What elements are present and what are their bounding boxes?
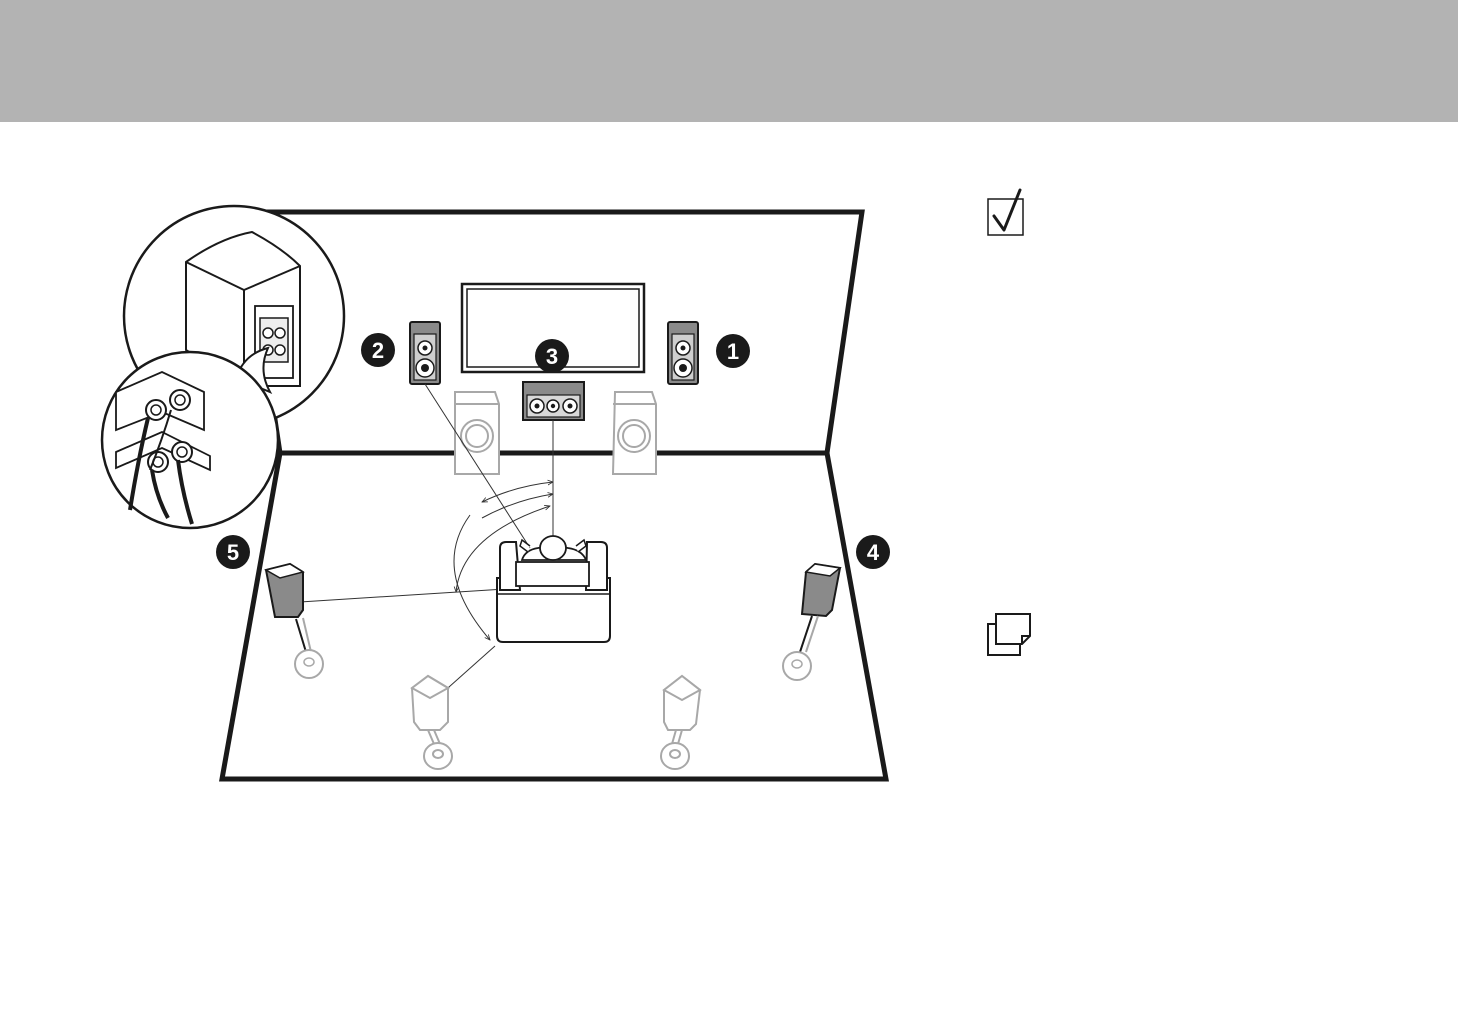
badge-surround-left: 5 [216,535,250,569]
badge-front-right: 1 [716,334,750,368]
badge-surround-right-number: 4 [867,540,880,565]
listener-on-sofa [497,536,610,642]
front-left-speaker [410,322,440,384]
badge-center: 3 [535,339,569,373]
subwoofer-right [613,392,656,474]
subwoofer-left [455,392,499,474]
badge-surround-left-number: 5 [227,540,239,565]
note-icon [988,614,1030,655]
front-right-speaker [668,322,698,384]
badge-front-right-number: 1 [727,339,739,364]
center-speaker [523,382,584,420]
checkmark-icon [988,190,1023,235]
badge-front-left: 2 [361,333,395,367]
badge-center-number: 3 [546,344,558,369]
badge-front-left-number: 2 [372,338,384,363]
badge-surround-right: 4 [856,535,890,569]
